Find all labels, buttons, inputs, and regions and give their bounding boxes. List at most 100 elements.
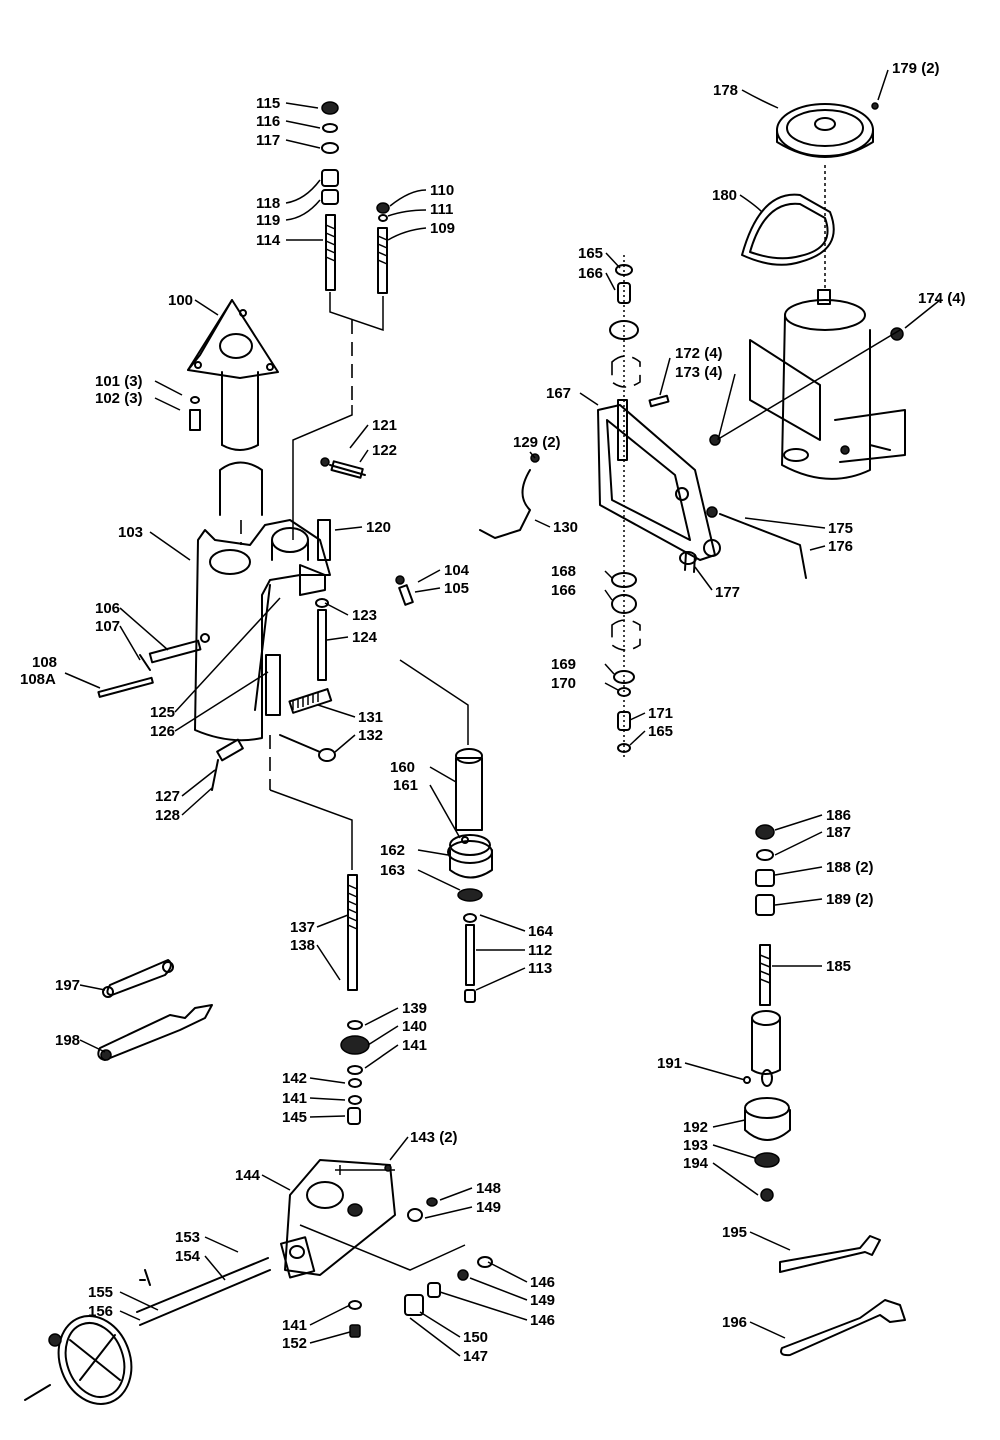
label-146-b: 146	[530, 1312, 555, 1329]
label-187: 187	[826, 824, 851, 841]
label-176: 176	[828, 538, 853, 555]
leader-lines	[64, 69, 941, 1357]
label-164: 164	[528, 923, 554, 940]
label-125: 125	[150, 704, 175, 721]
label-192: 192	[683, 1119, 708, 1136]
label-169: 169	[551, 656, 576, 673]
label-116: 116	[256, 113, 280, 130]
label-160: 160	[390, 759, 415, 776]
label-162: 162	[380, 842, 405, 859]
label-111: 111	[430, 201, 453, 218]
label-131: 131	[358, 709, 383, 726]
label-150: 150	[463, 1329, 488, 1346]
label-170: 170	[551, 675, 576, 692]
label-118: 118	[256, 195, 280, 212]
label-140: 140	[402, 1018, 427, 1035]
label-144: 144	[235, 1167, 261, 1184]
label-113: 113	[528, 960, 552, 977]
label-163: 163	[380, 862, 405, 879]
label-153: 153	[175, 1229, 200, 1246]
label-101: 101 (3)	[95, 373, 143, 390]
label-130: 130	[553, 519, 578, 536]
label-142: 142	[282, 1070, 307, 1087]
label-165-a: 165	[578, 245, 603, 262]
label-188: 188 (2)	[826, 859, 874, 876]
label-167: 167	[546, 385, 571, 402]
head-fasteners	[97, 457, 469, 870]
lower-pulley-assembly-left	[447, 748, 493, 1003]
spindle-assembly	[743, 824, 791, 1202]
label-141-c: 141	[282, 1317, 307, 1334]
label-127: 127	[155, 788, 180, 805]
label-166-b: 166	[551, 582, 576, 599]
label-173: 173 (4)	[675, 364, 723, 381]
label-123: 123	[352, 607, 377, 624]
base-assembly	[24, 1159, 493, 1405]
lower-spindle-stack	[340, 874, 370, 1338]
label-186: 186	[826, 807, 851, 824]
label-180: 180	[712, 187, 737, 204]
label-120: 120	[366, 519, 391, 536]
upper-screw-stack	[292, 101, 390, 540]
label-103: 103	[118, 524, 143, 541]
label-165-b: 165	[648, 723, 673, 740]
label-141-a: 141	[402, 1037, 427, 1054]
label-132: 132	[358, 727, 383, 744]
part-labels: 115 116 117 118 119 114 110 111 109 100 …	[20, 60, 966, 1365]
label-114: 114	[256, 232, 281, 249]
label-154: 154	[175, 1248, 201, 1265]
label-179: 179 (2)	[892, 60, 940, 77]
label-174: 174 (4)	[918, 290, 966, 307]
head-casting	[194, 519, 331, 742]
label-105: 105	[444, 580, 469, 597]
label-129: 129 (2)	[513, 434, 561, 451]
label-146-a: 146	[530, 1274, 555, 1291]
label-155: 155	[88, 1284, 113, 1301]
label-171: 171	[648, 705, 673, 722]
label-189: 189 (2)	[826, 891, 874, 908]
label-119: 119	[256, 212, 280, 229]
motor-bracket	[479, 255, 807, 760]
label-185: 185	[826, 958, 851, 975]
label-143: 143 (2)	[410, 1129, 458, 1146]
label-137: 137	[290, 919, 315, 936]
label-191: 191	[657, 1055, 682, 1072]
label-109: 109	[430, 220, 455, 237]
label-121: 121	[372, 417, 397, 434]
label-106: 106	[95, 600, 120, 617]
label-110: 110	[430, 182, 454, 199]
label-166-a: 166	[578, 265, 603, 282]
label-128: 128	[155, 807, 180, 824]
column-bracket	[187, 299, 279, 545]
label-148: 148	[476, 1180, 501, 1197]
label-172: 172 (4)	[675, 345, 723, 362]
wrenches	[97, 959, 906, 1357]
label-138: 138	[290, 937, 315, 954]
label-198: 198	[55, 1032, 80, 1049]
label-196: 196	[722, 1314, 747, 1331]
label-156: 156	[88, 1303, 113, 1320]
label-108: 108	[32, 654, 57, 671]
label-152: 152	[282, 1335, 307, 1352]
label-197: 197	[55, 977, 80, 994]
label-175: 175	[828, 520, 853, 537]
label-108a: 108A	[20, 671, 56, 688]
label-178: 178	[713, 82, 738, 99]
label-145: 145	[282, 1109, 307, 1126]
label-117: 117	[256, 132, 280, 149]
label-141-b: 141	[282, 1090, 307, 1107]
label-168: 168	[551, 563, 576, 580]
label-100: 100	[168, 292, 193, 309]
label-104: 104	[444, 562, 470, 579]
label-161: 161	[393, 777, 418, 794]
label-149-b: 149	[530, 1292, 555, 1309]
label-139: 139	[402, 1000, 427, 1017]
label-112: 112	[528, 942, 552, 959]
label-177: 177	[715, 584, 740, 601]
label-194: 194	[683, 1155, 709, 1172]
motor-and-pulley	[709, 102, 906, 480]
label-102: 102 (3)	[95, 390, 143, 407]
label-126: 126	[150, 723, 175, 740]
label-115: 115	[256, 95, 280, 112]
